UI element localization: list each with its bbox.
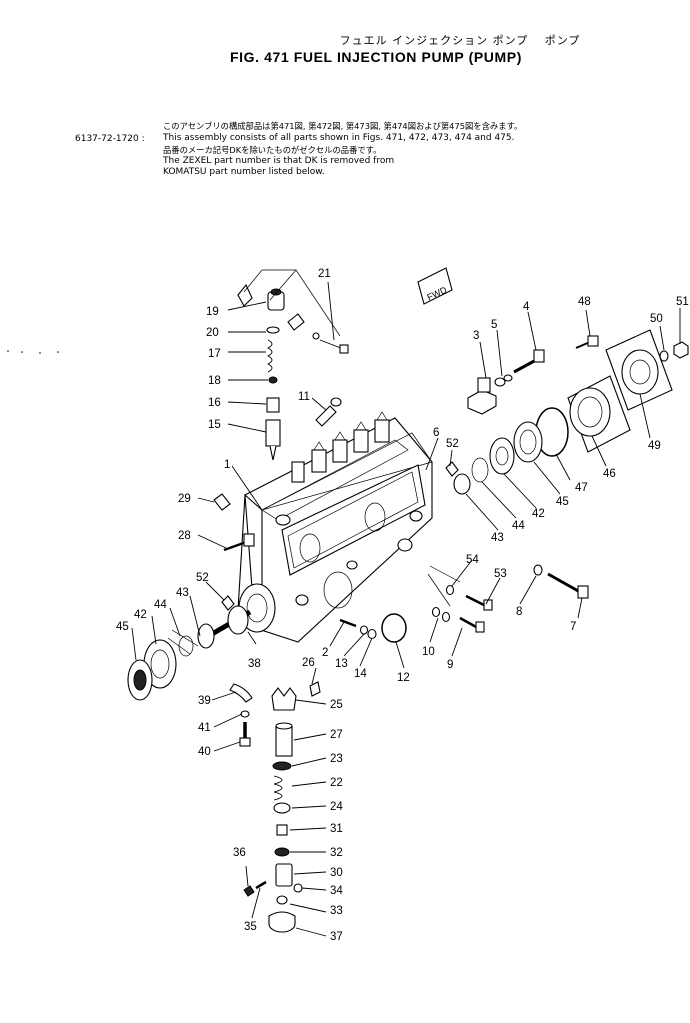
callout-11: 11 [298, 391, 310, 403]
callout-51: 51 [676, 296, 689, 308]
callout-17: 17 [208, 348, 221, 360]
callout-54: 54 [466, 554, 479, 566]
callout-53: 53 [494, 568, 507, 580]
governor-side-parts [445, 329, 689, 495]
callout-labels: 1 2 3 4 5 6 7 8 9 10 11 12 13 14 15 16 1… [116, 268, 689, 943]
japanese-title: フュエル インジェクション ポンプ ポンプ [339, 34, 581, 47]
callout-25: 25 [330, 699, 343, 711]
callout-7: 7 [570, 621, 576, 633]
note-line-en-3: KOMATSU part number listed below. [163, 167, 325, 177]
callout-42-right: 42 [532, 508, 545, 520]
callout-13: 13 [335, 658, 348, 670]
callout-2: 2 [322, 647, 328, 659]
callout-48: 48 [578, 296, 591, 308]
note-line-jp-1: このアセンブリの構成部品は第471図, 第472図, 第473図, 第474図お… [163, 121, 523, 131]
callout-45-left: 45 [116, 621, 129, 633]
leader-lines [131, 281, 681, 937]
callout-39: 39 [198, 695, 211, 707]
coupling-side-parts [127, 493, 255, 747]
upper-valve-parts [237, 269, 349, 461]
callout-4: 4 [523, 301, 530, 313]
callout-9: 9 [447, 659, 453, 671]
callout-50: 50 [650, 313, 663, 325]
note-line-en-1: This assembly consists of all parts show… [163, 133, 515, 143]
callout-15: 15 [208, 419, 221, 431]
callout-49: 49 [648, 440, 661, 452]
callout-46: 46 [603, 468, 616, 480]
callout-44-right: 44 [512, 520, 525, 532]
note-line-jp-2: 品番のメーカ記号DKを除いたものがゼクセルの品番です。 [163, 145, 382, 155]
callout-38: 38 [248, 658, 261, 670]
callout-32: 32 [330, 847, 343, 859]
callout-31: 31 [330, 823, 343, 835]
callout-22: 22 [330, 777, 343, 789]
assembly-part-number: 6137-72-1720 : [75, 134, 145, 144]
callout-52-right: 52 [446, 438, 459, 450]
callout-5: 5 [491, 319, 497, 331]
callout-27: 27 [330, 729, 343, 741]
figure-title: FIG. 471 FUEL INJECTION PUMP (PUMP) [230, 49, 522, 65]
callout-6: 6 [433, 427, 439, 439]
fwd-direction-tag: FWD [417, 267, 453, 305]
callout-44-left: 44 [154, 599, 167, 611]
callout-37: 37 [330, 931, 343, 943]
callout-43-right: 43 [491, 532, 504, 544]
callout-29: 29 [178, 493, 191, 505]
note-line-en-2: The ZEXEL part number is that DK is remo… [163, 156, 395, 166]
callout-26: 26 [302, 657, 315, 669]
callout-45-right: 45 [556, 496, 569, 508]
callout-3: 3 [473, 330, 479, 342]
margin-dots [7, 350, 59, 354]
callout-24: 24 [330, 801, 343, 813]
callout-41: 41 [198, 722, 211, 734]
callout-40: 40 [198, 746, 211, 758]
callout-20: 20 [206, 327, 219, 339]
callout-33: 33 [330, 905, 343, 917]
callout-19: 19 [206, 306, 219, 318]
callout-14: 14 [354, 668, 367, 680]
callout-1: 1 [224, 459, 230, 471]
callout-10: 10 [422, 646, 435, 658]
callout-36: 36 [233, 847, 246, 859]
callout-12: 12 [397, 672, 410, 684]
callout-35: 35 [244, 921, 257, 933]
delivery-valve-holders [291, 411, 390, 483]
lower-right-parts [339, 564, 589, 643]
callout-52-left: 52 [196, 572, 209, 584]
callout-42-left: 42 [134, 609, 147, 621]
callout-34: 34 [330, 885, 343, 897]
callout-23: 23 [330, 753, 343, 765]
callout-43-left: 43 [176, 587, 189, 599]
callout-18: 18 [208, 375, 221, 387]
callout-16: 16 [208, 397, 221, 409]
callout-47: 47 [575, 482, 588, 494]
callout-28: 28 [178, 530, 191, 542]
callout-8: 8 [516, 606, 522, 618]
callout-21: 21 [318, 268, 331, 280]
callout-30: 30 [330, 867, 343, 879]
tappet-stack-parts [243, 681, 321, 933]
